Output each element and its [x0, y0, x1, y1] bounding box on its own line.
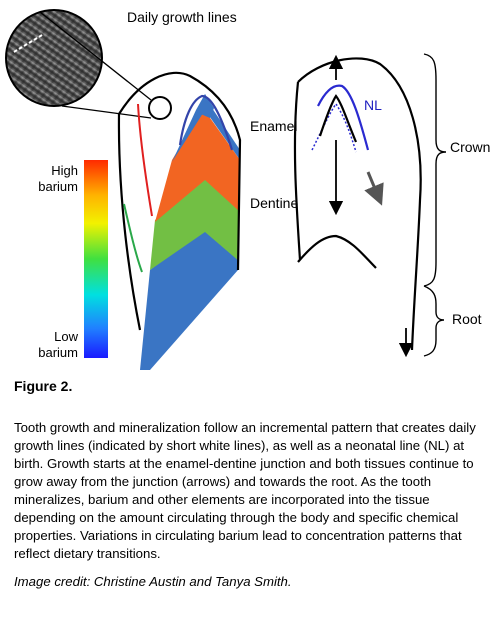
red-incremental-line: [137, 103, 153, 217]
daily-growth-line-markers: [13, 34, 43, 53]
figure-caption-title: Figure 2.: [14, 378, 73, 394]
crown-root-brackets: [423, 53, 447, 357]
tooth-growth-diagram: Daily growth lines: [5, 9, 490, 370]
neonatal-line: [317, 84, 370, 151]
legend-low-label: Low: [54, 329, 78, 344]
legend-high-label: High: [51, 163, 78, 178]
dentine-cusp-line: [318, 94, 358, 143]
daily-growth-lines-label: Daily growth lines: [127, 9, 237, 25]
nl-label: NL: [364, 97, 382, 113]
mineralized-tooth: [117, 71, 242, 370]
left-tooth-outline: [118, 71, 242, 271]
crown-label: Crown: [450, 139, 490, 155]
right-tooth-outline: [297, 57, 422, 351]
barium-color-scale: High barium Low barium: [38, 160, 108, 360]
growth-lines-inset: [5, 9, 172, 120]
legend-high-barium-label: barium: [38, 179, 78, 194]
green-incremental-line: [123, 203, 143, 273]
root-label: Root: [452, 311, 482, 327]
dentine-green-band: [150, 178, 240, 270]
lateral-growth-arrow: [364, 171, 384, 206]
dentine-orange-band: [155, 108, 240, 222]
enamel-line: [178, 94, 234, 151]
image-credit: Image credit: Christine Austin and Tanya…: [14, 574, 292, 589]
legend-low-barium-label: barium: [38, 345, 78, 360]
growth-direction-tooth: [293, 54, 422, 358]
enamel-label: Enamel: [250, 118, 297, 134]
figure-caption-body: Tooth growth and mineralization follow a…: [14, 420, 476, 561]
pulp-horn-outline: [297, 234, 377, 269]
dentine-label: Dentine: [250, 195, 298, 211]
